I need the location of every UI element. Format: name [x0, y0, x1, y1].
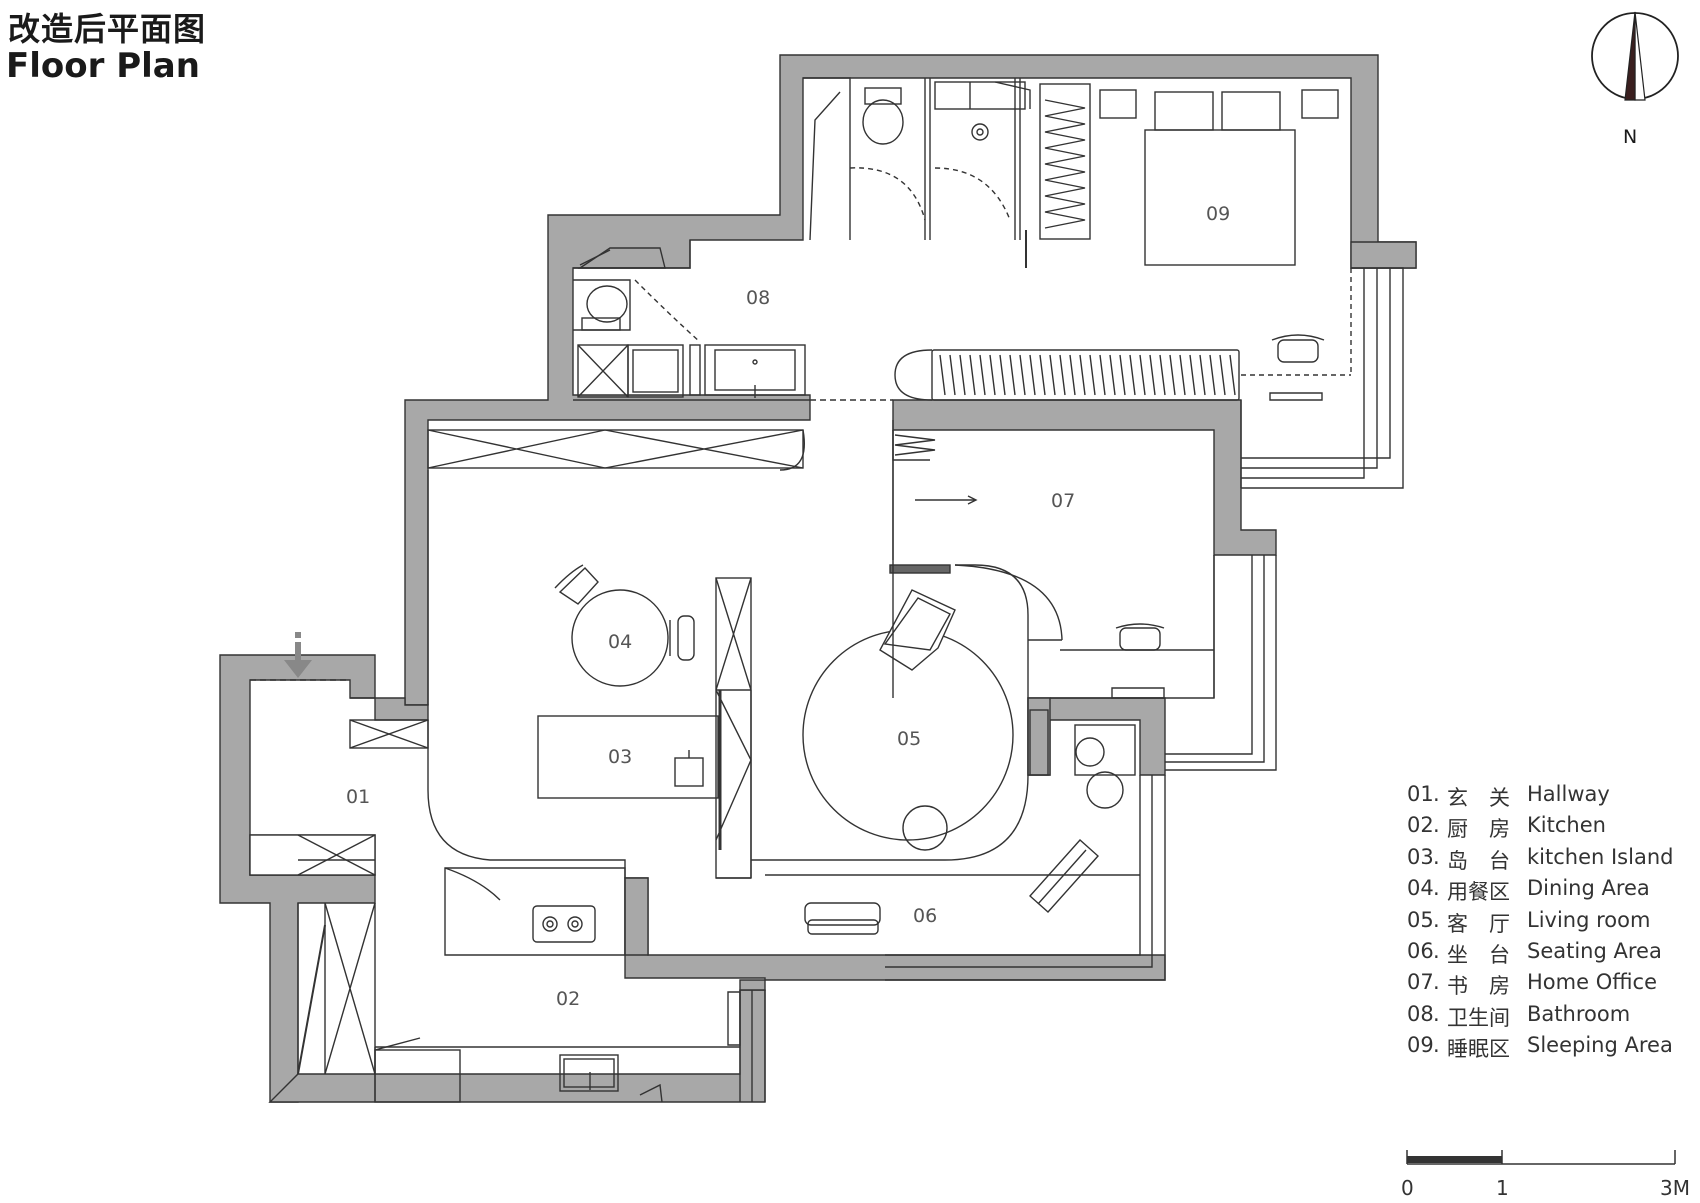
- legend-number: 02: [1407, 813, 1434, 838]
- legend-item: 08. 卫生间 Bathroom: [1407, 1002, 1673, 1033]
- legend-separator: .: [1433, 938, 1440, 963]
- legend-number: 04: [1407, 876, 1434, 901]
- toilets-top: [803, 77, 1031, 268]
- legend-item: 09. 睡眠区 Sleeping Area: [1407, 1033, 1673, 1064]
- legend-chinese: 岛 台: [1447, 848, 1510, 873]
- legend-chinese: 用餐区: [1447, 880, 1510, 905]
- interior-lines: [427, 430, 1215, 876]
- north-label: N: [1623, 126, 1638, 148]
- legend-item: 01. 玄 关 Hallway: [1407, 782, 1673, 813]
- legend-item: 03. 岛 台 kitchen Island: [1407, 845, 1673, 876]
- legend-separator: .: [1433, 970, 1440, 995]
- room-label-05: 05: [897, 728, 921, 750]
- legend-item: 05. 客 厅 Living room: [1407, 908, 1673, 939]
- room-label-02: 02: [556, 988, 580, 1010]
- scale-label-0: 0: [1401, 1176, 1414, 1200]
- walls: [219, 54, 1417, 1103]
- legend-chinese: 坐 台: [1447, 942, 1510, 967]
- kitchen-island: [537, 577, 752, 879]
- legend-number: 05: [1407, 907, 1434, 932]
- legend-english: Dining Area: [1527, 876, 1650, 901]
- legend-item: 07. 书 房 Home Office: [1407, 970, 1673, 1001]
- bathroom-fixtures: [427, 240, 893, 471]
- legend-english: Hallway: [1527, 782, 1610, 806]
- legend-separator: .: [1433, 844, 1440, 869]
- room-label-09: 09: [1206, 203, 1230, 225]
- room-label-04: 04: [608, 631, 632, 653]
- legend-separator: .: [1433, 1033, 1440, 1058]
- dining-table: [554, 564, 695, 687]
- room-label-08: 08: [746, 287, 770, 309]
- room-labels: 01 02 03 04 05 06 07 08 09: [346, 203, 1230, 1010]
- hallway-entry: [249, 679, 429, 1075]
- title-chinese: 改造后平面图: [8, 10, 207, 48]
- title-english: Floor Plan: [6, 46, 200, 86]
- legend-number: 09: [1407, 1033, 1434, 1058]
- legend-item: 02. 厨 房 Kitchen: [1407, 813, 1673, 844]
- legend-english: Kitchen: [1527, 813, 1606, 838]
- room-legend: 01. 玄 关 Hallway 02. 厨 房 Kitchen 03. 岛 台 kitch…: [1407, 782, 1673, 1065]
- seating-area: [804, 839, 1099, 935]
- legend-english: Living room: [1527, 907, 1651, 932]
- north-compass-icon: [1591, 11, 1679, 101]
- legend-chinese: 玄 关: [1447, 786, 1510, 810]
- scale-bar: [1406, 1150, 1676, 1165]
- scale-label-1: 1: [1496, 1176, 1509, 1200]
- legend-chinese: 客 厅: [1447, 911, 1510, 936]
- scale-label-3m: 3M: [1660, 1176, 1690, 1200]
- legend-english: Sleeping Area: [1527, 1033, 1673, 1058]
- bedroom: [894, 83, 1352, 488]
- legend-number: 06: [1407, 938, 1434, 963]
- legend-chinese: 厨 房: [1447, 817, 1510, 842]
- legend-chinese: 卫生间: [1447, 1005, 1510, 1030]
- balcony-window-lines: [739, 267, 1404, 1102]
- legend-english: Bathroom: [1527, 1001, 1631, 1026]
- legend-chinese: 睡眠区: [1447, 1037, 1510, 1062]
- legend-item: 04. 用餐区 Dining Area: [1407, 876, 1673, 907]
- legend-separator: .: [1433, 876, 1440, 901]
- room-label-07: 07: [1051, 490, 1075, 512]
- legend-separator: .: [1433, 907, 1440, 932]
- room-label-03: 03: [608, 746, 632, 768]
- legend-english: Seating Area: [1527, 938, 1662, 963]
- legend-separator: .: [1433, 782, 1440, 806]
- legend-number: 03: [1407, 844, 1434, 869]
- legend-number: 01: [1407, 782, 1434, 806]
- legend-separator: .: [1433, 1001, 1440, 1026]
- home-office: [892, 420, 1215, 809]
- legend-item: 06. 坐 台 Seating Area: [1407, 939, 1673, 970]
- room-label-06: 06: [913, 905, 937, 927]
- legend-english: Home Office: [1527, 970, 1657, 995]
- legend-english: kitchen Island: [1527, 844, 1674, 869]
- living-area: [427, 564, 1063, 878]
- kitchen-fixtures: [374, 867, 741, 1103]
- room-label-01: 01: [346, 786, 370, 808]
- legend-separator: .: [1433, 813, 1440, 838]
- legend-number: 08: [1407, 1001, 1434, 1026]
- legend-chinese: 书 房: [1447, 974, 1510, 999]
- entry-arrow-icon: [284, 632, 312, 678]
- legend-number: 07: [1407, 970, 1434, 995]
